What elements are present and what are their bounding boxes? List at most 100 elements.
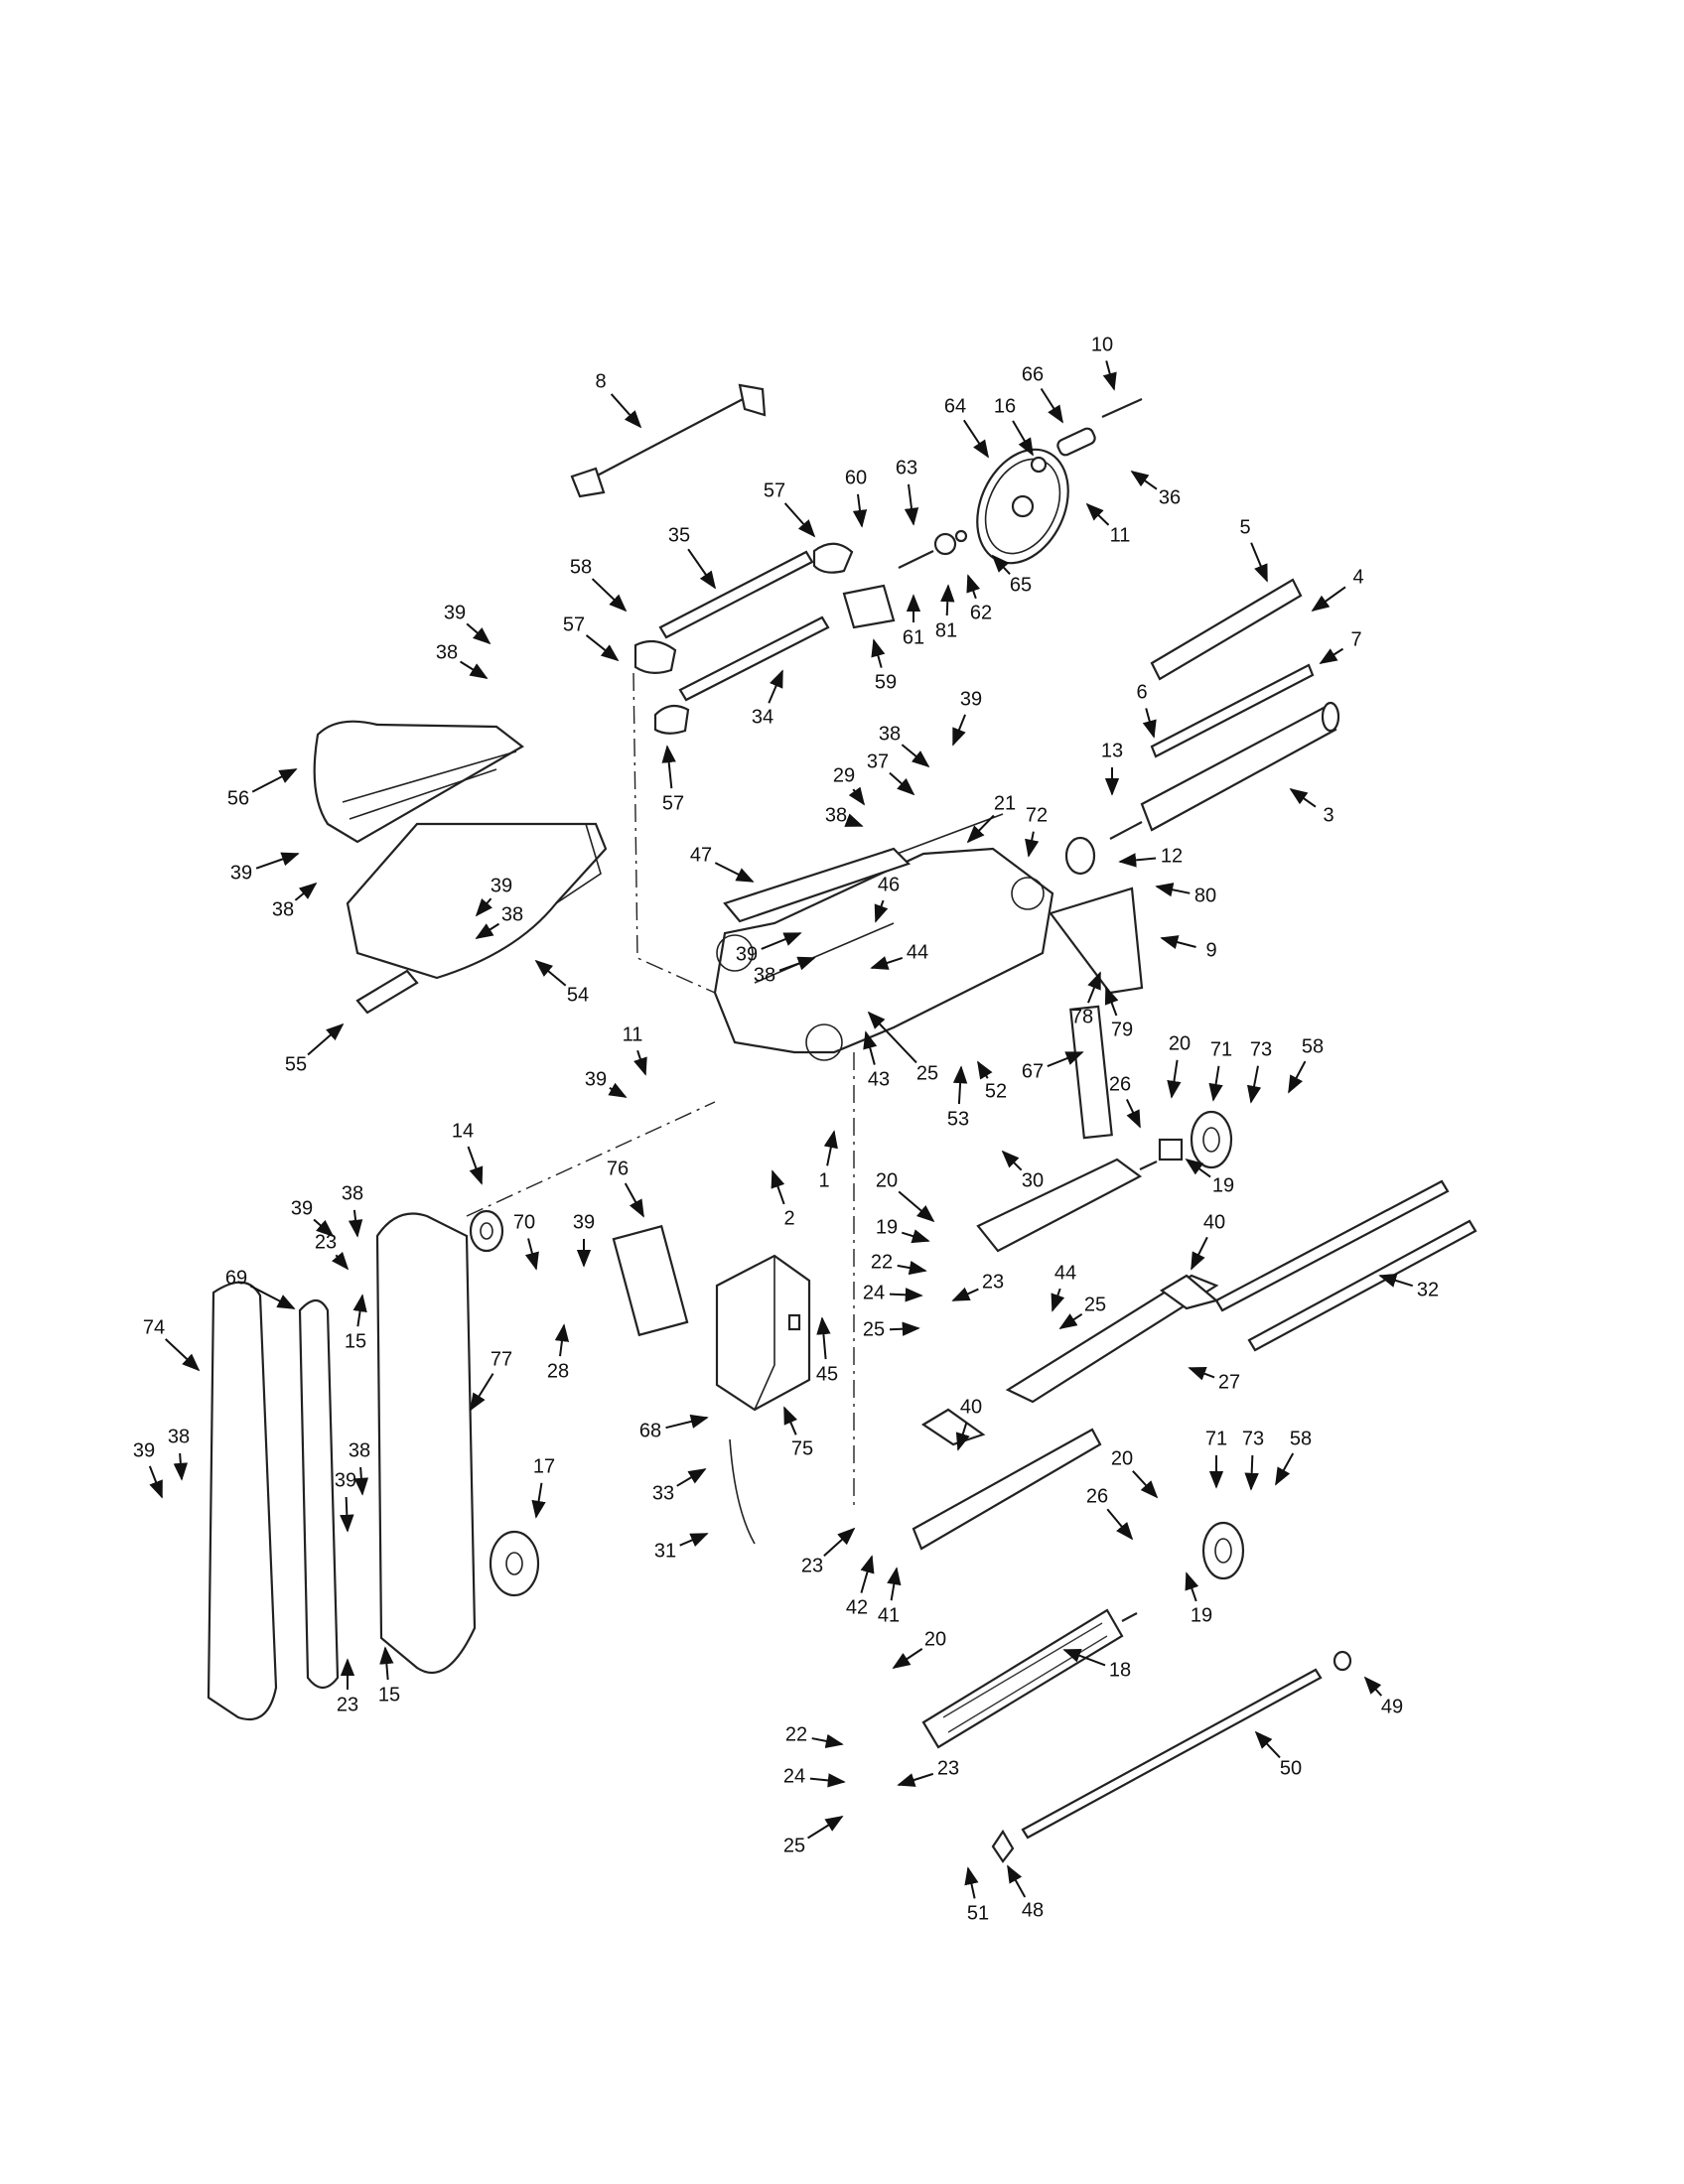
callout-76: 76 [607,1158,644,1218]
callout-leader [1132,1470,1159,1499]
callout-25: 25 [783,1816,844,1856]
callout-leader [1106,1508,1134,1541]
callout-number: 76 [607,1158,629,1179]
callout-62: 62 [966,574,992,623]
callout-number: 24 [783,1765,805,1787]
callout-55: 55 [285,1023,345,1075]
callout-number: 40 [960,1396,982,1418]
callout-leader [379,1646,394,1681]
callout-leader [1191,1236,1208,1271]
callout-leader [475,897,493,917]
callout-number: 54 [567,984,589,1006]
callout-leader [1087,971,1101,1004]
callout-leader [1288,1060,1307,1094]
callout-number: 23 [337,1694,358,1715]
callout-number: 39 [736,943,758,965]
callout-41: 41 [878,1567,902,1626]
callout-leader [952,1065,968,1105]
callout-leader [610,393,642,429]
callout-number: 25 [1084,1294,1106,1315]
callout-number: 35 [668,524,690,546]
callout-leader [1051,1288,1065,1312]
callout-44: 44 [1051,1262,1076,1312]
callout-leader [251,768,298,793]
callout-71: 71 [1205,1428,1227,1489]
callout-52: 52 [977,1060,1007,1102]
callout-leader [1378,1273,1414,1288]
callout-38: 38 [272,882,318,920]
callout-39: 39 [133,1439,163,1499]
part-drawings [207,383,1477,1863]
callout-number: 19 [1212,1174,1234,1196]
callout-leader [889,1321,920,1336]
part-59-gearbox [842,584,896,629]
callout-leader [1160,935,1196,950]
part-49-bushing [1333,1650,1352,1672]
callout-leader [897,1772,934,1787]
callout-leader [165,1338,201,1372]
callout-leader [591,578,628,613]
part-34-rod [678,615,830,702]
part-47-table-plate [723,847,912,923]
callout-leader [892,1648,923,1669]
callout-leader [1208,1065,1223,1102]
callout-leader [901,1229,930,1244]
callout-22: 22 [785,1723,844,1748]
callout-33: 33 [652,1468,707,1504]
callout-23: 23 [897,1757,959,1787]
callout-66: 66 [1022,363,1063,424]
part-56-dust-chute [313,720,524,844]
callout-leader [816,1316,831,1360]
callout-number: 57 [764,479,785,501]
callout-74: 74 [143,1316,201,1372]
callout-number: 20 [924,1628,946,1650]
callout-51: 51 [964,1866,989,1924]
callout-16: 16 [994,395,1034,457]
callout-number: 10 [1091,334,1113,355]
callout-leader [811,1733,844,1748]
part-71-sprocket-lower [1201,1521,1245,1580]
callout-leader [867,1011,917,1064]
callout-number: 40 [1203,1211,1225,1233]
callout-number: 69 [225,1267,247,1289]
callout-number: 38 [342,1182,363,1204]
part-30-roller [976,1158,1158,1253]
callout-number: 38 [501,903,523,925]
callout-39: 39 [335,1469,356,1533]
callout-number: 39 [335,1469,356,1491]
callout-number: 38 [272,898,294,920]
part-66-handle [1056,427,1096,457]
callout-leader [1130,470,1158,490]
callout-number: 23 [801,1555,823,1576]
part-67-scale [1069,1005,1113,1140]
callout-leader [1085,502,1110,526]
callout-leader [904,483,919,526]
callout-number: 15 [345,1330,366,1352]
callout-number: 38 [825,804,847,826]
callout-leader [991,554,1011,575]
callout-number: 29 [833,764,855,786]
part-81-bearing [933,532,957,556]
callout-leader [624,1182,644,1218]
callout-39: 39 [230,852,300,884]
callout-43: 43 [863,1030,890,1090]
callout-38: 38 [342,1182,363,1238]
callout-number: 41 [878,1604,900,1626]
callout-leader [661,745,676,789]
part-57-bracket-top [812,542,854,574]
callout-20: 20 [892,1628,946,1669]
callout-7: 7 [1319,628,1362,664]
callout-60: 60 [845,467,868,528]
callout-79: 79 [1104,986,1133,1040]
callout-leader [470,1373,494,1412]
callout-38: 38 [754,956,816,986]
callout-number: 25 [863,1318,885,1340]
callout-number: 23 [937,1757,959,1779]
part-8-support-rod [570,383,767,498]
callout-number: 38 [754,964,775,986]
callout-leader [860,1555,875,1593]
callout-81: 81 [935,584,957,641]
callout-leader [460,660,489,679]
callout-number: 79 [1111,1019,1133,1040]
part-6-gib [1150,663,1315,758]
